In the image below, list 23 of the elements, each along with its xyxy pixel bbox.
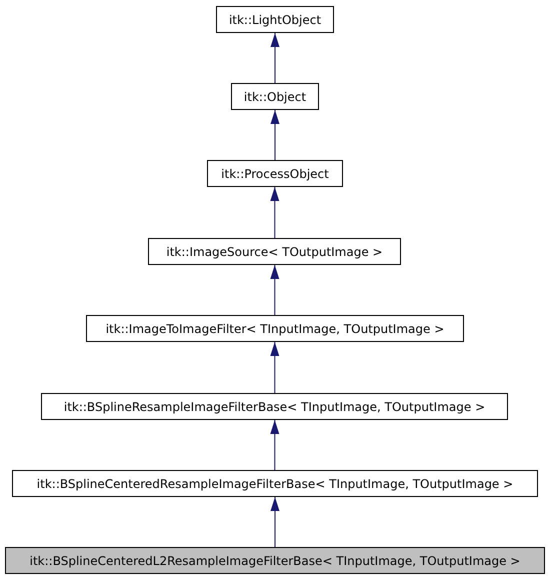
class-box [231,83,319,110]
class-name: itk::BSplineCenteredL2ResampleImageFilterBase< TInputImage, TOutputImage > [30,554,520,568]
class-box [207,160,343,187]
inheritance-arrow [270,342,280,394]
class-name: itk::LightObject [228,12,322,26]
class-box [12,470,538,497]
inheritance-arrow [270,110,280,160]
class-box [148,238,401,265]
class-name: itk::BSplineResampleImageFilterBase< TInputImage, TOutputImage > [64,400,486,414]
class-name: itk::BSplineCenteredResampleImageFilterBase< TInputImage, TOutputImage > [36,476,514,490]
class-box [86,315,464,342]
inheritance-arrow [270,264,280,316]
class-name: itk::ImageSource< TOutputImage > [166,244,383,258]
class-name: itk::ProcessObject [221,166,329,180]
class-box [216,6,334,33]
class-box [41,393,508,420]
inheritance-arrow [270,496,280,548]
class-name: itk::Object [244,90,306,104]
highlighted-class-box [5,547,545,574]
class-name: itk::ImageToImageFilter< TInputImage, TOutputImage > [106,322,444,336]
inheritance-arrow [270,186,280,238]
inheritance-arrow [270,32,280,84]
inheritance-arrow [270,420,280,470]
